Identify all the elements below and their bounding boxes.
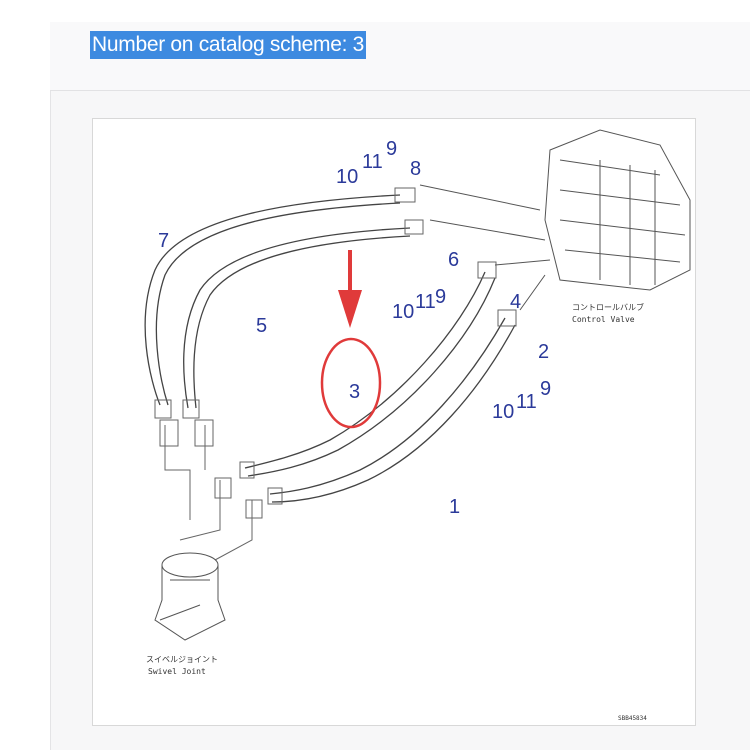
fittings (154, 187, 517, 561)
part-label: 10 (492, 401, 514, 423)
part-label: 5 (256, 315, 267, 337)
swivel-joint-label-en: Swivel Joint (148, 667, 206, 676)
part-number-labels: 10 11 9 8 7 5 6 10 11 9 4 2 3 10 11 9 1 (158, 138, 551, 518)
part-label: 9 (386, 138, 397, 160)
part-label: 1 (449, 496, 460, 518)
control-valve-drawing (419, 129, 691, 311)
part-label-highlighted: 3 (349, 381, 360, 403)
hose-7 (144, 194, 401, 406)
hoses (144, 194, 516, 503)
swivel-joint-label-jp: スイベルジョイント (146, 655, 218, 664)
diagram-frame (92, 118, 696, 726)
part-label: 9 (435, 286, 446, 308)
hose-3 (244, 271, 486, 469)
control-valve-label-jp: コントロールバルブ (572, 302, 644, 312)
hose-5 (183, 227, 411, 409)
part-label: 10 (336, 166, 358, 188)
part-label: 2 (538, 341, 549, 363)
part-label: 4 (510, 291, 521, 313)
control-valve-label-en: Control Valve (572, 315, 635, 324)
part-label: 9 (540, 378, 551, 400)
part-label: 10 (392, 301, 414, 323)
catalog-scheme-caption: Number on catalog scheme: 3 (90, 31, 367, 59)
part-label: 11 (516, 391, 537, 413)
part-label: 11 (362, 151, 383, 173)
drawing-code: SBB45834 (618, 715, 647, 722)
swivel-joint-drawing (154, 552, 226, 641)
part-label: 7 (158, 230, 169, 252)
highlight-circle (320, 337, 382, 429)
hose-1 (269, 317, 506, 495)
part-label: 8 (410, 158, 421, 180)
part-label: 6 (448, 249, 459, 271)
callout-arrow (338, 250, 362, 328)
part-label: 11 (415, 291, 436, 313)
